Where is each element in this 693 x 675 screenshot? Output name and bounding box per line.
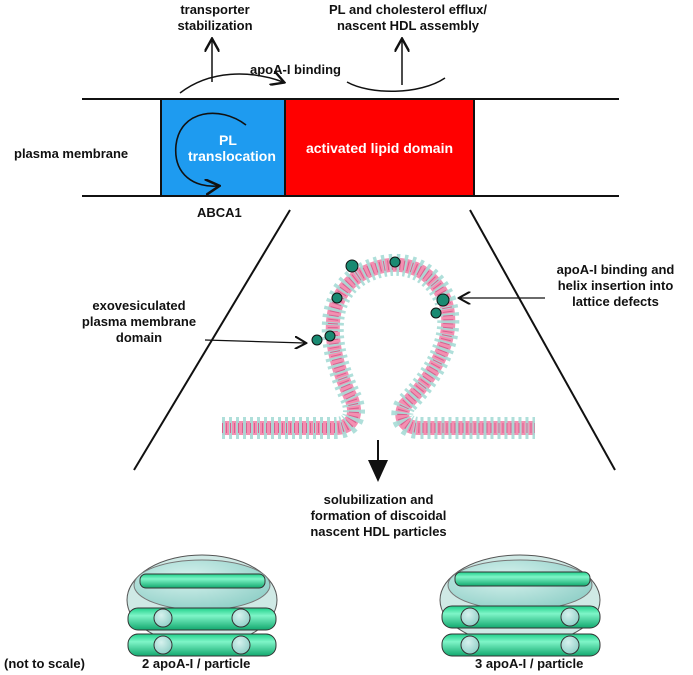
label-solubilization: solubilization and formation of discoida…: [310, 492, 447, 539]
label-particle-2: 2 apoA-I / particle: [142, 656, 251, 671]
label-exovesiculated: exovesiculated plasma membrane domain: [81, 298, 197, 345]
label-transporter-stabilization: transporter stabilization: [177, 2, 253, 33]
translocation-arrow: [175, 112, 247, 186]
label-abca1: ABCA1: [197, 205, 242, 220]
hdl-particle-3-apoa: [439, 554, 601, 657]
apoa-bound-proteins: [311, 256, 450, 346]
arrow-to-apoa-binding: [179, 74, 283, 94]
hdl-particle-2-apoa: [126, 554, 278, 657]
zoom-line-right: [469, 209, 616, 471]
label-apoa-helix: apoA-I binding and helix insertion into …: [556, 262, 675, 309]
arrow-from-apoa-binding: [346, 77, 446, 93]
label-plasma-membrane: plasma membrane: [14, 146, 129, 161]
label-pl-efflux: PL and cholesterol efflux/ nascent HDL a…: [329, 2, 487, 33]
exovesiculated-bilayer: [222, 253, 535, 439]
activated-lipid-domain-box: [284, 98, 475, 197]
label-pl-translocation: PL translocation: [188, 132, 276, 164]
label-apoa-binding-top: apoA-I binding: [250, 62, 341, 77]
label-particle-3: 3 apoA-I / particle: [475, 656, 584, 671]
label-not-to-scale: (not to scale): [4, 656, 85, 671]
arrow-exovesiculated: [204, 340, 305, 343]
label-activated-lipid-domain: activated lipid domain: [305, 140, 454, 156]
